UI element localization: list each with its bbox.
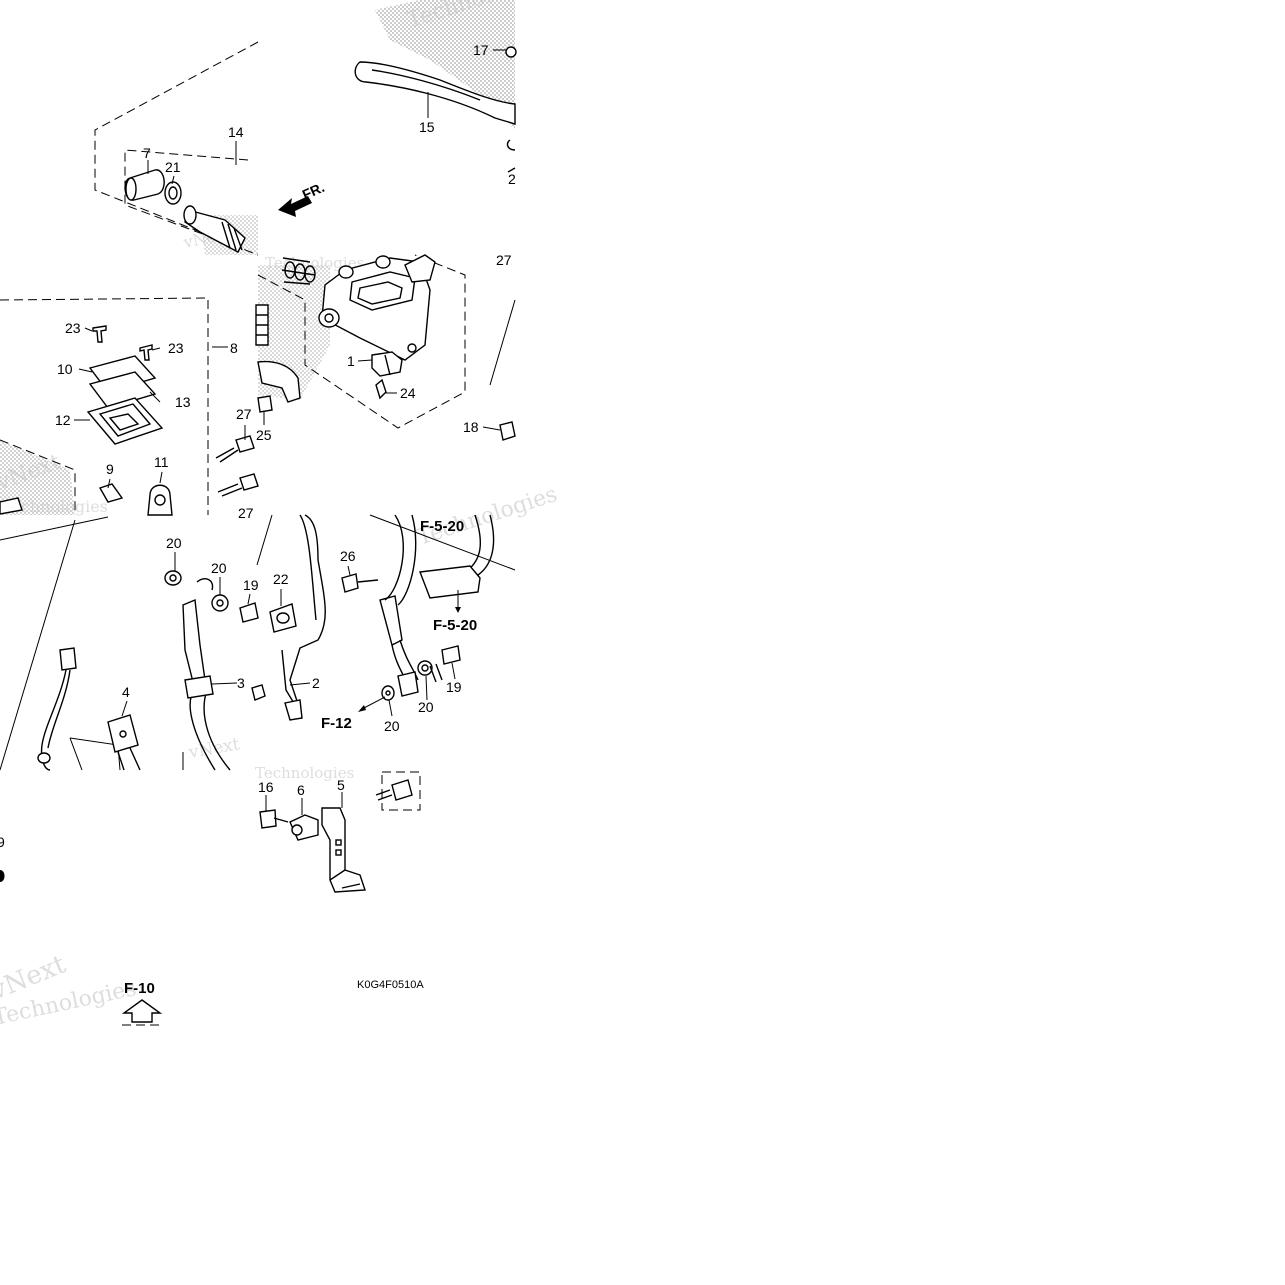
bolts-left (98, 435, 259, 516)
part-label-18: 18 (463, 419, 479, 435)
part-label-8: 8 (230, 340, 238, 356)
reservoir-parts (86, 325, 164, 445)
frame-lines (0, 299, 516, 771)
part-label-9: 9 (106, 461, 114, 477)
leader-lines (74, 49, 506, 815)
pivot-hardware (255, 304, 301, 413)
part-label-20-a: 20 (166, 535, 182, 551)
part-label-20-d: 20 (384, 718, 400, 734)
part-label-11: 11 (154, 454, 169, 470)
part-label-fragment-9: 9 (0, 834, 5, 850)
front-label: FR. (300, 179, 327, 203)
part-label-26: 26 (340, 548, 356, 564)
ref-f-12: F-12 (321, 715, 352, 732)
watermark-text: Technologies (255, 764, 354, 782)
part-label-21: 21 (165, 159, 181, 175)
ref-f-5-20-top: F-5-20 (420, 518, 464, 535)
part-labels: 7 21 14 15 17 2 27 23 23 8 10 13 12 27 2… (0, 42, 516, 850)
edge-fragments (0, 497, 23, 882)
part-label-27-low: 27 (238, 505, 254, 521)
part-label-19-b: 19 (446, 679, 462, 695)
ref-f-10: F-10 (124, 980, 155, 997)
part-label-23-a: 23 (65, 320, 81, 336)
part-label-7: 7 (143, 145, 151, 161)
group-outlines (0, 41, 466, 1026)
part-label-6: 6 (297, 782, 305, 798)
part-label-3: 3 (237, 675, 245, 691)
front-arrow: FR. (278, 179, 327, 217)
part-label-10: 10 (57, 361, 73, 377)
watermark-text: vNext (186, 734, 241, 763)
part-label-12: 12 (55, 412, 71, 428)
part-label-5: 5 (337, 777, 345, 793)
part-label-20-b: 20 (211, 560, 227, 576)
part-label-19-a: 19 (243, 577, 259, 593)
part-label-15: 15 (419, 119, 435, 135)
bracket (259, 779, 413, 893)
part-label-14: 14 (228, 124, 244, 140)
master-cylinder (281, 254, 436, 400)
part-label-20-c: 20 (418, 699, 434, 715)
part-label-25: 25 (256, 427, 272, 443)
part-label-24: 24 (400, 385, 416, 401)
part-label-22: 22 (273, 571, 289, 587)
part-label-13: 13 (175, 394, 191, 410)
part-label-4: 4 (122, 684, 130, 700)
watermarks: Technologies vNext Technologies vNext Te… (0, 0, 560, 1031)
washers-bolts (251, 421, 516, 701)
brake-lever (354, 46, 517, 173)
watermark-text: Technologies (2, 497, 108, 516)
part-label-17: 17 (473, 42, 489, 58)
part-label-23-b: 23 (168, 340, 184, 356)
part-label-27-top: 27 (496, 252, 512, 268)
f10-arrow (121, 999, 163, 1023)
part-label-16: 16 (258, 779, 274, 795)
part-label-2: 2 (312, 675, 320, 691)
part-label-27-mid: 27 (236, 406, 252, 422)
switch-harness (37, 647, 141, 771)
reference-labels: F-5-20 F-5-20 F-12 F-10 K0G4F0510A (124, 518, 477, 997)
diagram-code: K0G4F0510A (357, 979, 424, 991)
part-label-fragment-2: 2 (508, 171, 516, 187)
ref-f-5-20: F-5-20 (433, 617, 477, 634)
piston-kit (124, 169, 246, 253)
brake-hoses (164, 514, 495, 771)
part-label-1: 1 (347, 353, 355, 369)
